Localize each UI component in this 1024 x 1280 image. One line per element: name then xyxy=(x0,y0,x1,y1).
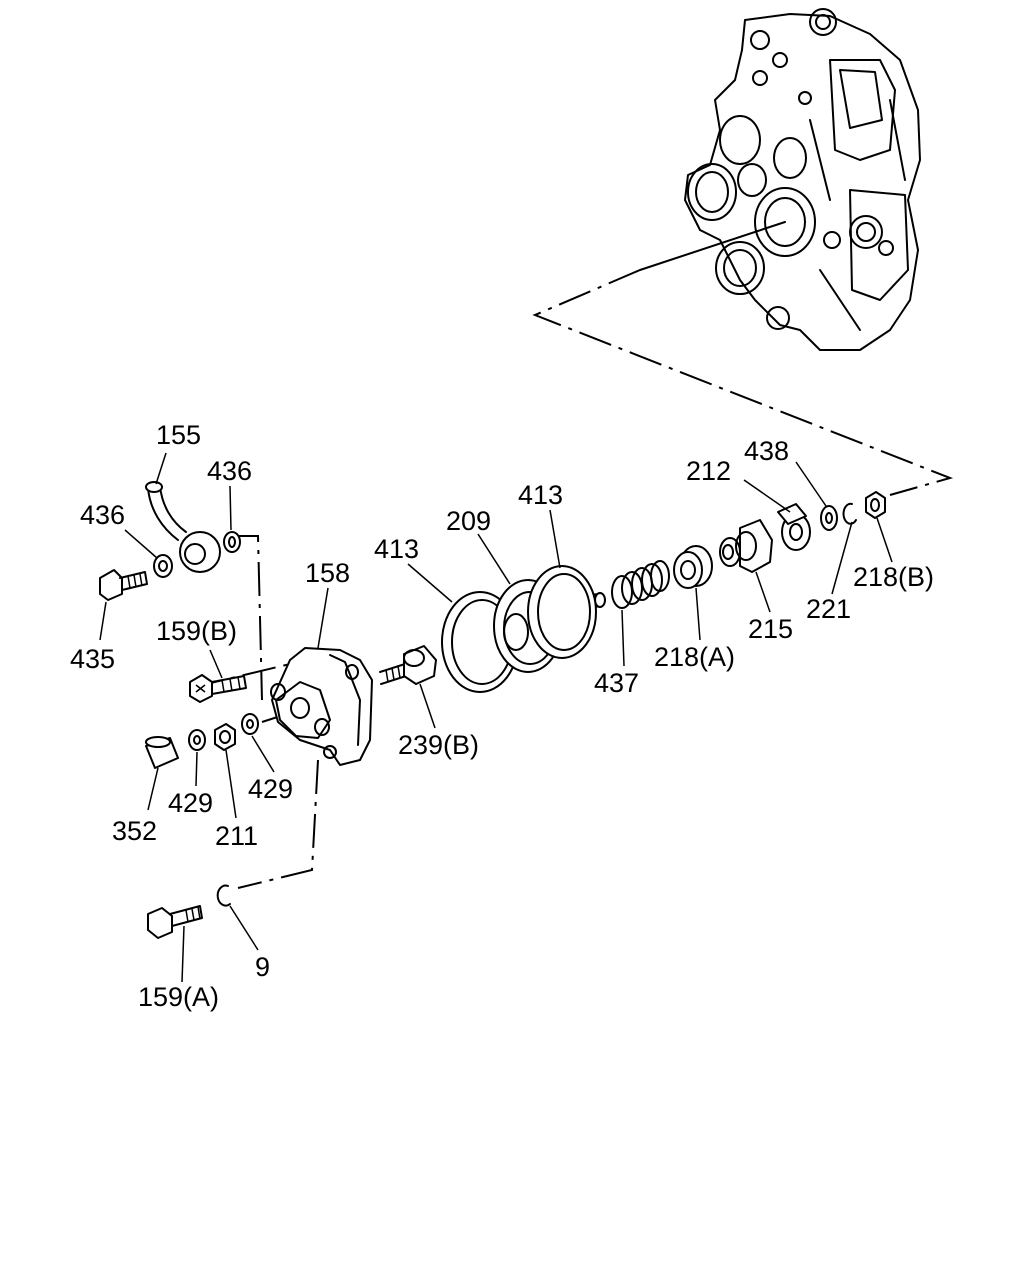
part-218a-collar xyxy=(673,545,713,589)
part-212-clip xyxy=(777,503,811,551)
part-155-oil-pipe xyxy=(145,481,221,573)
label-221: 221 xyxy=(806,594,851,624)
transmission-housing xyxy=(639,8,921,351)
part-239b-plug xyxy=(379,645,437,685)
label-436-upper: 436 xyxy=(207,456,252,486)
label-239b: 239(B) xyxy=(398,730,479,760)
part-159a-bolt xyxy=(147,905,203,939)
label-209: 209 xyxy=(446,506,491,536)
label-215: 215 xyxy=(748,614,793,644)
part-413-seal-ring-right xyxy=(527,565,597,659)
label-352: 352 xyxy=(112,816,157,846)
part-352-cap xyxy=(145,736,179,769)
label-436-left: 436 xyxy=(80,500,125,530)
label-211: 211 xyxy=(215,821,258,851)
label-218a: 218(A) xyxy=(654,642,735,672)
part-9-snap-ring xyxy=(216,884,231,907)
label-9: 9 xyxy=(255,952,270,982)
label-413-left: 413 xyxy=(374,534,419,564)
label-429-left: 429 xyxy=(168,788,213,818)
label-438: 438 xyxy=(744,436,789,466)
part-158-pump-body xyxy=(270,647,373,766)
part-429-washer-left xyxy=(188,729,206,751)
label-218b: 218(B) xyxy=(853,562,934,592)
part-436-washer-right xyxy=(223,531,241,553)
label-429-right: 429 xyxy=(248,774,293,804)
part-159b-bolt xyxy=(189,674,247,703)
label-158: 158 xyxy=(305,558,350,588)
part-435-bolt xyxy=(99,569,148,601)
part-labels: 155 436 436 435 158 159(B) 352 429 211 4… xyxy=(70,420,934,1012)
label-leaders xyxy=(99,452,893,983)
part-429-washer-right xyxy=(241,713,259,735)
part-221-snap-ring xyxy=(842,502,857,525)
part-215-valve xyxy=(719,519,773,573)
part-218b-nut xyxy=(865,491,886,519)
part-211-nut xyxy=(214,723,236,751)
part-437-spring xyxy=(611,560,670,609)
label-437: 437 xyxy=(594,668,639,698)
label-413-right: 413 xyxy=(518,480,563,510)
label-212: 212 xyxy=(686,456,731,486)
label-159a: 159(A) xyxy=(138,982,219,1012)
part-438-washer xyxy=(820,505,838,531)
label-435: 435 xyxy=(70,644,115,674)
part-436-washer-left xyxy=(153,554,173,578)
label-159b: 159(B) xyxy=(156,616,237,646)
label-155: 155 xyxy=(156,420,201,450)
